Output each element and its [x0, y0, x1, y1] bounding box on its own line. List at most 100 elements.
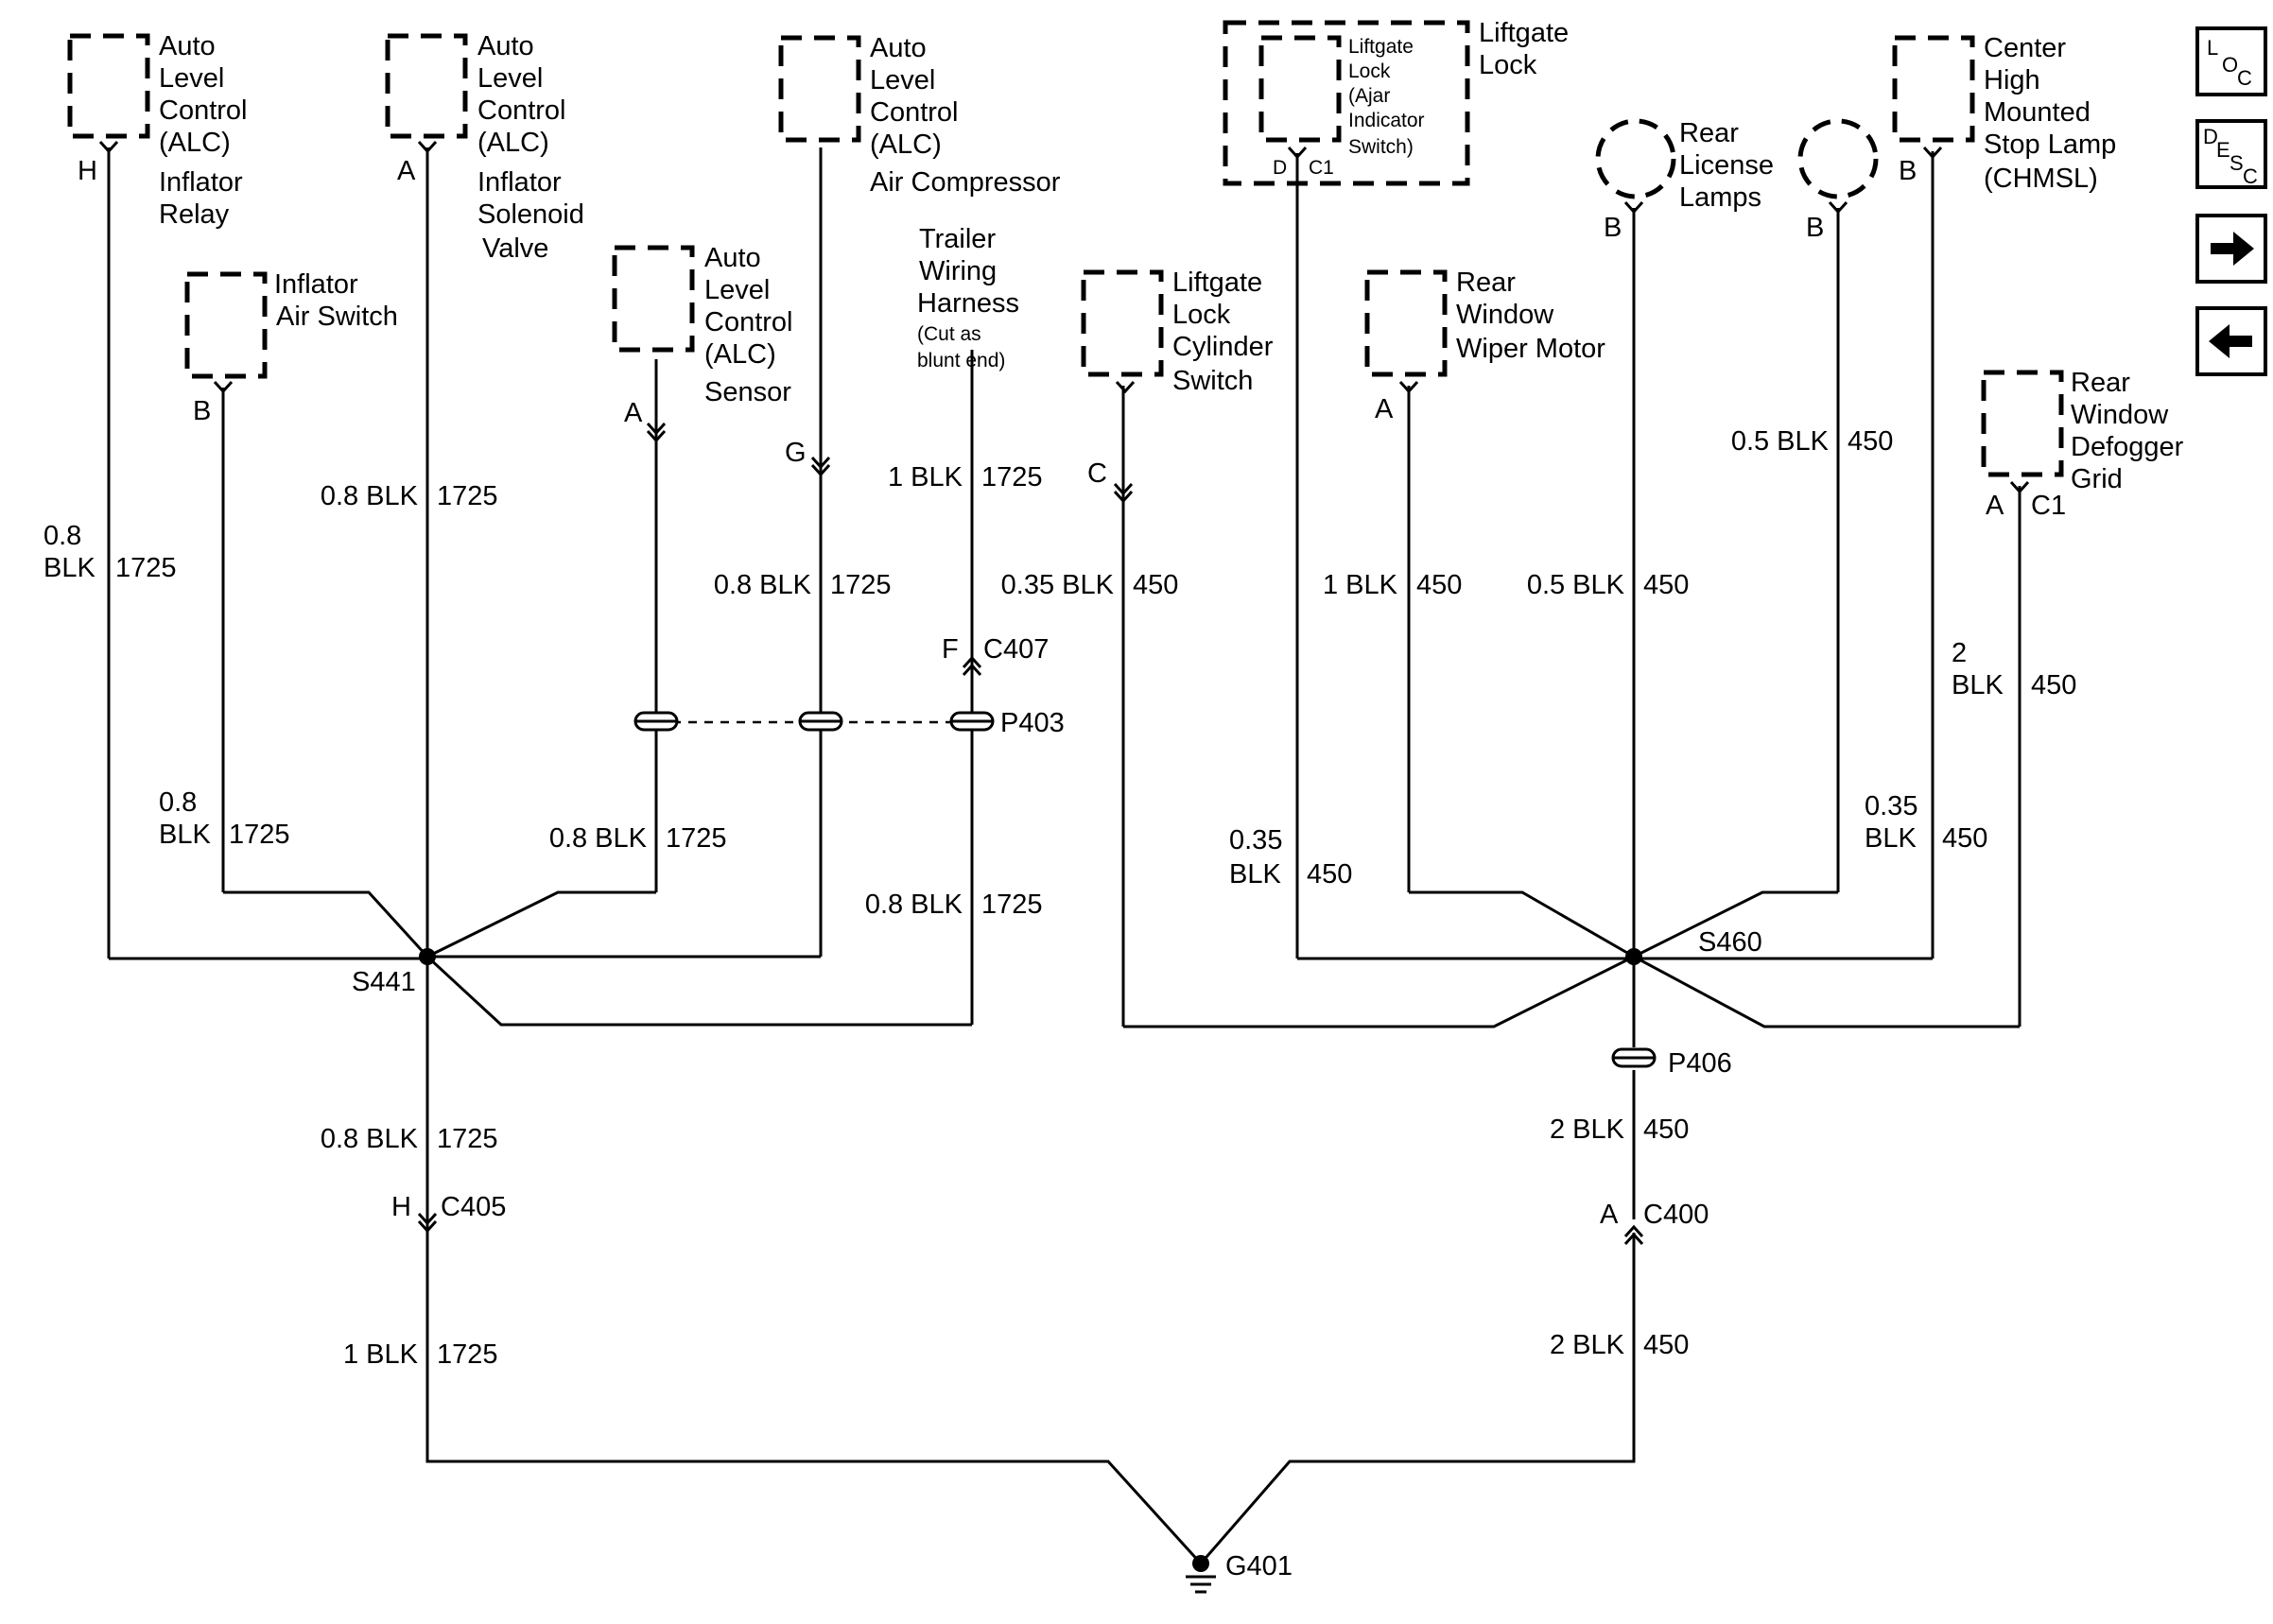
svg-text:1725: 1725: [981, 462, 1043, 492]
svg-text:Auto: Auto: [704, 243, 761, 273]
svg-text:1725: 1725: [115, 553, 177, 583]
rear-license-lamps-component: Rear License Lamps: [1595, 118, 1879, 213]
svg-text:(ALC): (ALC): [870, 130, 942, 160]
desc-button[interactable]: D E S C: [2195, 119, 2267, 189]
svg-text:0.35 BLK: 0.35 BLK: [1001, 570, 1115, 600]
svg-text:Inflator: Inflator: [477, 167, 562, 198]
svg-text:Stop Lamp: Stop Lamp: [1984, 130, 2116, 160]
svg-text:G401: G401: [1225, 1551, 1293, 1581]
svg-text:B: B: [193, 396, 211, 426]
svg-text:450: 450: [1307, 859, 1352, 890]
svg-text:Trailer: Trailer: [919, 224, 996, 254]
svg-text:C1: C1: [1309, 157, 1334, 179]
rear-window-wiper-motor-component: Rear Window Wiper Motor: [1364, 268, 1605, 377]
svg-text:0.8: 0.8: [43, 521, 81, 551]
svg-text:L: L: [2207, 36, 2218, 60]
svg-text:(Cut as: (Cut as: [917, 323, 981, 345]
svg-text:2 BLK: 2 BLK: [1550, 1114, 1625, 1145]
svg-text:B: B: [1899, 156, 1917, 186]
svg-text:G: G: [785, 438, 807, 468]
svg-text:450: 450: [1133, 570, 1178, 600]
svg-text:Wiring: Wiring: [919, 256, 997, 286]
svg-text:450: 450: [1416, 570, 1462, 600]
svg-text:C405: C405: [441, 1192, 506, 1222]
svg-text:C407: C407: [983, 634, 1049, 665]
svg-text:Window: Window: [2071, 400, 2169, 430]
svg-text:450: 450: [1643, 570, 1689, 600]
svg-text:A: A: [1375, 394, 1394, 424]
svg-text:Inflator: Inflator: [274, 269, 358, 300]
svg-text:Air Switch: Air Switch: [276, 302, 398, 332]
trailer-wiring-harness-label: Trailer Wiring Harness (Cut as blunt end…: [917, 224, 1019, 371]
loc-button[interactable]: L O C: [2195, 26, 2267, 96]
svg-text:Level: Level: [159, 63, 224, 94]
svg-text:Valve: Valve: [482, 233, 548, 264]
svg-text:Liftgate: Liftgate: [1348, 36, 1414, 58]
svg-text:Lock: Lock: [1348, 60, 1391, 82]
svg-text:Harness: Harness: [917, 288, 1019, 319]
svg-text:S: S: [2230, 151, 2244, 175]
svg-text:Liftgate: Liftgate: [1479, 18, 1569, 48]
svg-text:450: 450: [2031, 670, 2076, 700]
svg-text:(ALC): (ALC): [159, 128, 231, 158]
svg-text:Liftgate: Liftgate: [1172, 268, 1262, 298]
svg-text:0.5 BLK: 0.5 BLK: [1731, 426, 1830, 457]
svg-text:S441: S441: [352, 967, 416, 997]
svg-text:0.8 BLK: 0.8 BLK: [321, 481, 419, 511]
svg-text:BLK: BLK: [1952, 670, 2004, 700]
svg-text:A: A: [1600, 1200, 1619, 1230]
svg-text:B: B: [1604, 213, 1622, 243]
svg-text:C: C: [2243, 164, 2258, 188]
svg-text:O: O: [2222, 53, 2238, 77]
svg-text:(CHMSL): (CHMSL): [1984, 164, 2098, 194]
svg-text:BLK: BLK: [43, 553, 95, 583]
svg-text:Center: Center: [1984, 33, 2066, 63]
svg-text:License: License: [1679, 150, 1774, 181]
svg-text:BLK: BLK: [159, 820, 211, 850]
alc-sensor-component: Auto Level Control (ALC) Sensor: [612, 243, 793, 407]
left-wire-group: [107, 147, 1636, 1566]
svg-text:0.35: 0.35: [1229, 825, 1282, 855]
p406-passthrough: [1611, 1047, 1657, 1068]
svg-text:BLK: BLK: [1865, 823, 1917, 854]
svg-text:1725: 1725: [229, 820, 290, 850]
right-wire-group: [1121, 151, 2021, 1219]
arrow-right-icon: [2211, 232, 2254, 266]
svg-text:A: A: [1986, 491, 2004, 521]
svg-text:Rear: Rear: [1456, 268, 1516, 298]
svg-text:C1: C1: [2031, 491, 2066, 521]
ground-g401: [1186, 1555, 1216, 1594]
p403-passthrough: [633, 711, 995, 732]
svg-text:C400: C400: [1643, 1200, 1709, 1230]
alc-air-compressor-component: Auto Level Control (ALC) Air Compressor: [778, 33, 1061, 198]
svg-text:Defogger: Defogger: [2071, 432, 2184, 462]
svg-text:BLK: BLK: [1229, 859, 1281, 890]
svg-text:C: C: [2237, 66, 2252, 90]
svg-text:S460: S460: [1698, 927, 1762, 958]
inflator-air-switch-component: Inflator Air Switch: [184, 269, 398, 379]
svg-text:Cylinder: Cylinder: [1172, 332, 1274, 362]
svg-text:0.8 BLK: 0.8 BLK: [865, 890, 963, 920]
svg-text:Level: Level: [870, 65, 935, 95]
svg-text:0.8: 0.8: [159, 787, 197, 818]
svg-text:0.8 BLK: 0.8 BLK: [714, 570, 812, 600]
svg-text:Auto: Auto: [477, 31, 534, 61]
svg-text:1725: 1725: [830, 570, 892, 600]
svg-text:1725: 1725: [437, 1124, 498, 1154]
chmsl-component: Center High Mounted Stop Lamp (CHMSL): [1892, 33, 2116, 194]
svg-text:Grid: Grid: [2071, 464, 2123, 494]
svg-text:Wiper Motor: Wiper Motor: [1456, 334, 1605, 364]
svg-text:Level: Level: [704, 275, 770, 305]
next-page-button[interactable]: [2195, 214, 2267, 284]
svg-text:Solenoid: Solenoid: [477, 199, 584, 230]
svg-text:1725: 1725: [437, 1339, 498, 1370]
s460-splice: [1625, 948, 1642, 965]
svg-text:450: 450: [1643, 1114, 1689, 1145]
arrow-left-icon: [2209, 324, 2252, 358]
prev-page-button[interactable]: [2195, 306, 2267, 376]
svg-text:High: High: [1984, 65, 2040, 95]
svg-text:C: C: [1087, 458, 1107, 489]
svg-text:1725: 1725: [666, 823, 727, 854]
svg-text:H: H: [78, 156, 97, 186]
